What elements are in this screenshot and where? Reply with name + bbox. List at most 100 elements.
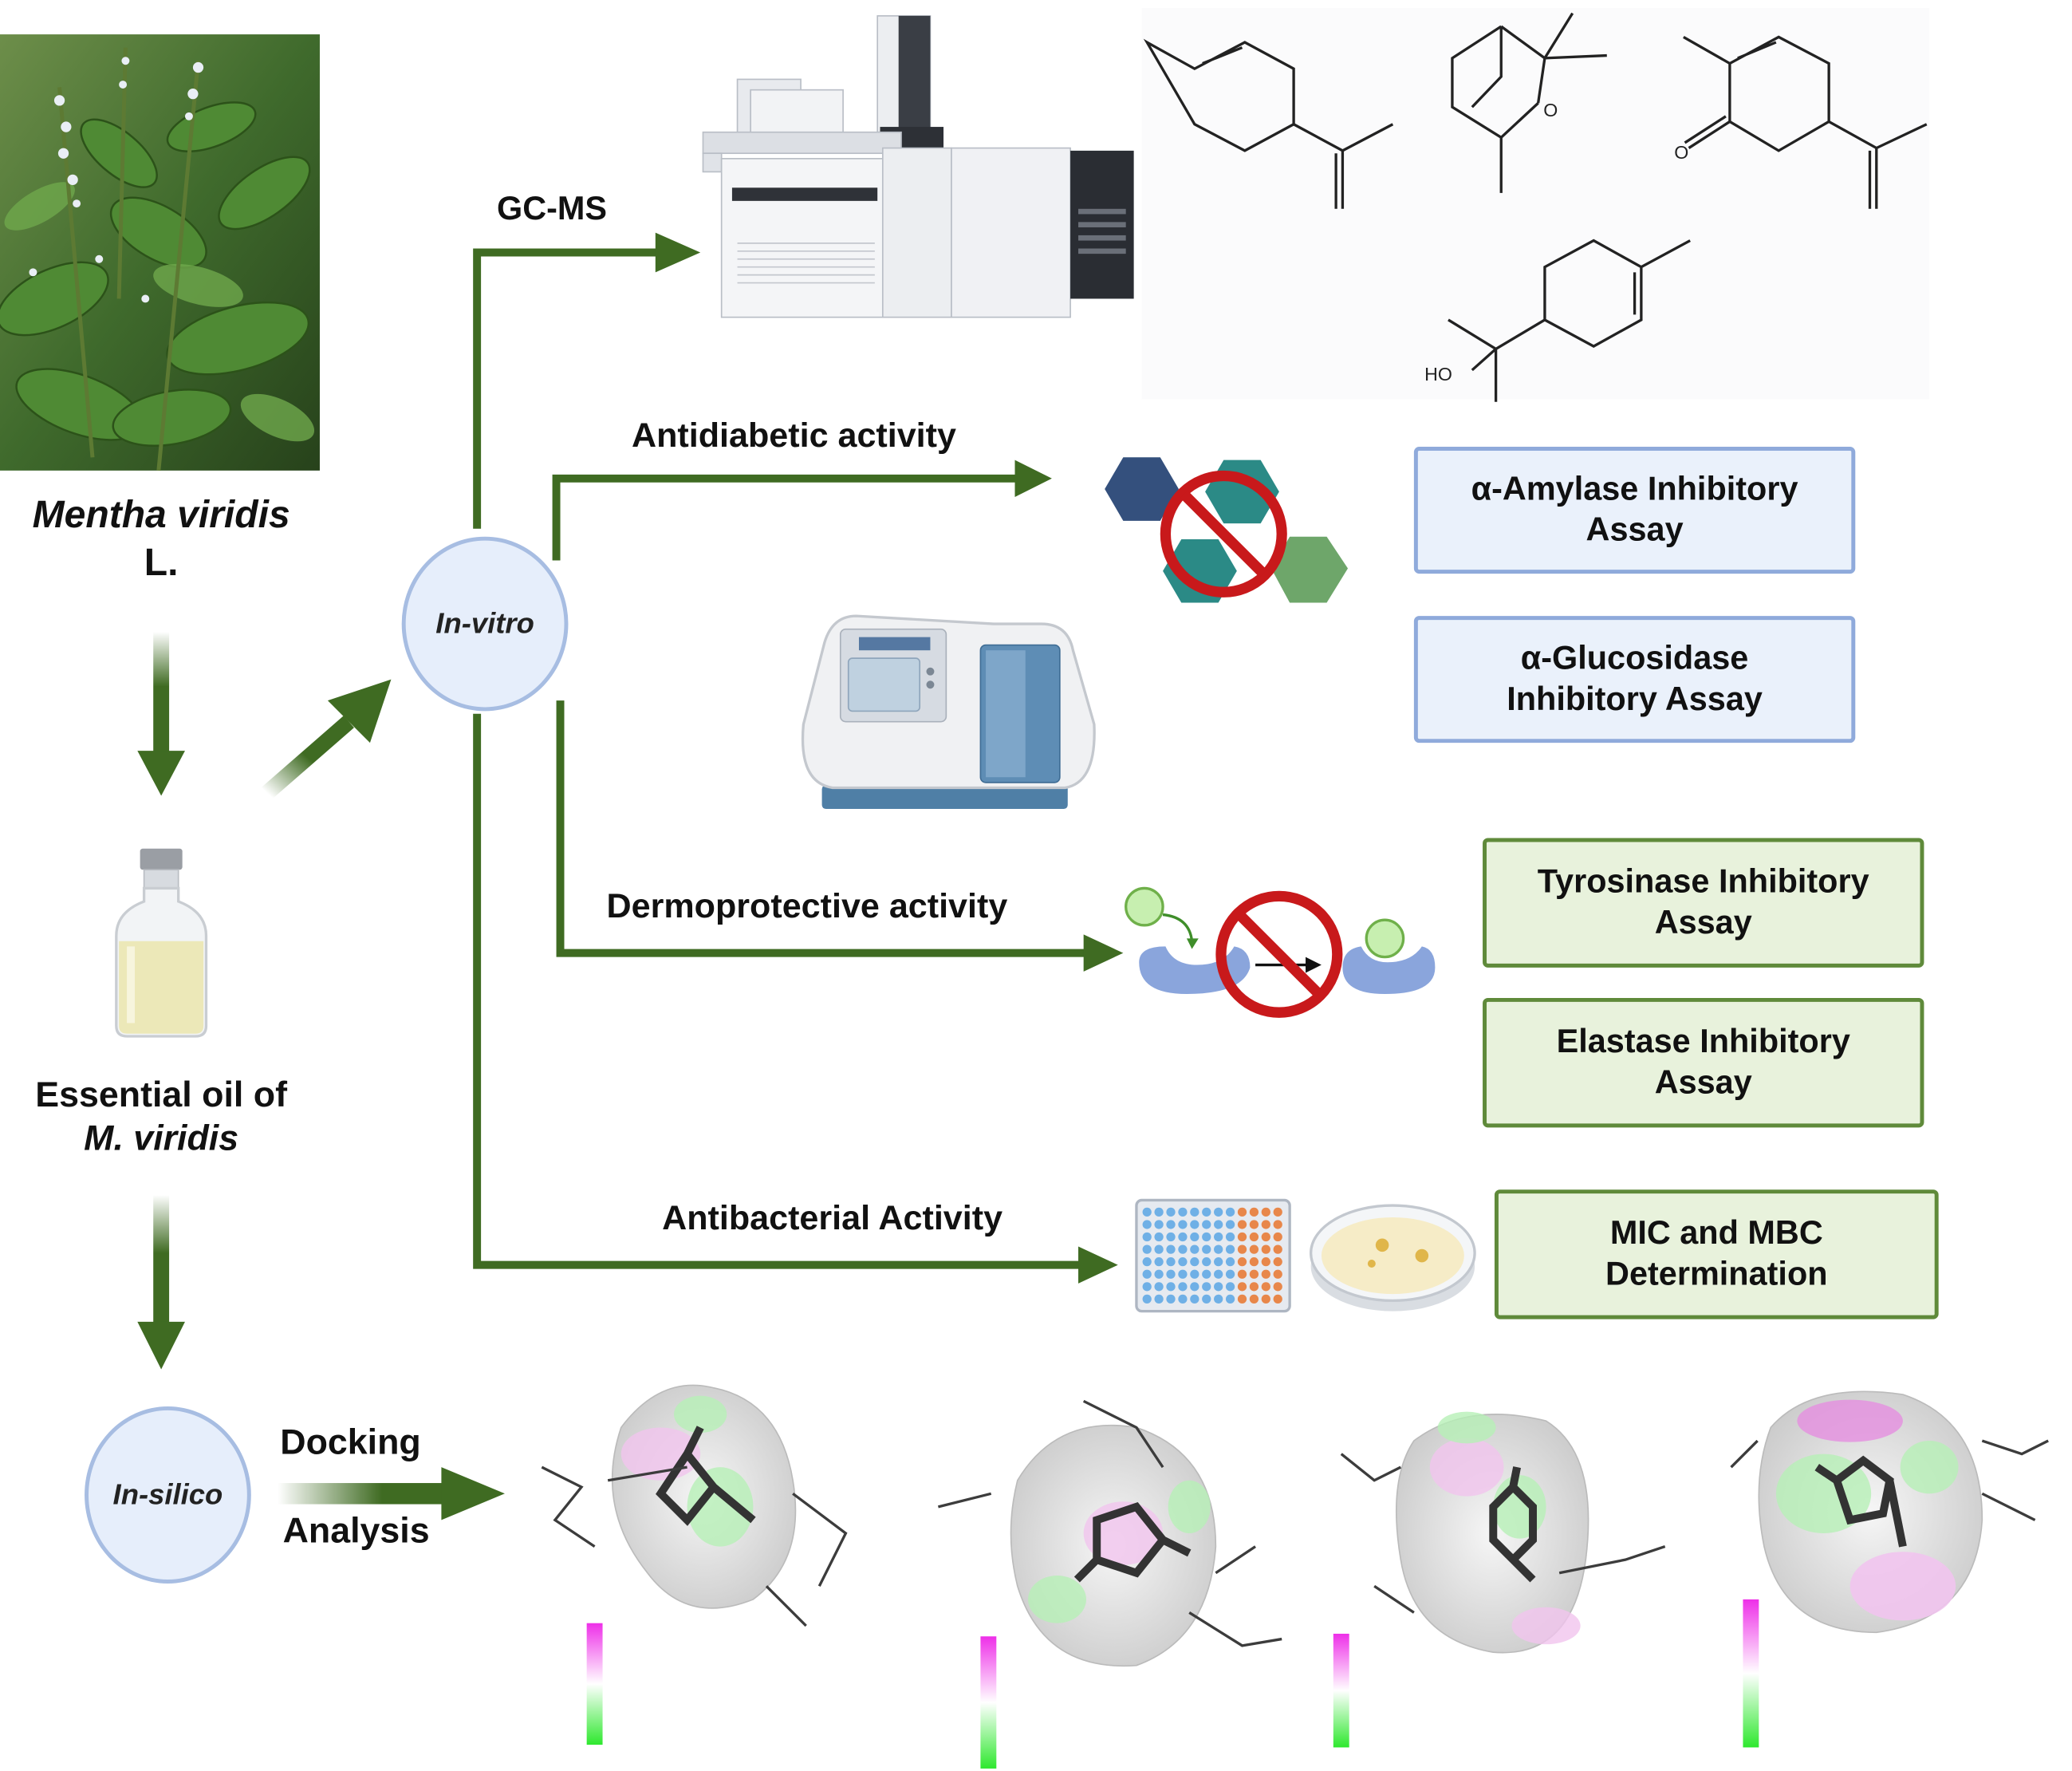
mint-plant-photo <box>0 34 320 471</box>
hydroxyl-label: HO <box>1424 364 1452 385</box>
alpha-amylase-line2: Assay <box>1586 511 1684 549</box>
elastase-line2: Assay <box>1654 1063 1752 1102</box>
microplate-well <box>1249 1294 1259 1304</box>
docking-pose-2 <box>937 1399 1282 1769</box>
antidiabetic-label: Antidiabetic activity <box>631 415 956 455</box>
microplate-well <box>1214 1257 1223 1267</box>
microplate-well <box>1202 1220 1211 1229</box>
limonene-structure <box>1143 38 1394 209</box>
microplate-well <box>1225 1232 1235 1242</box>
tyrosinase-line1: Tyrosinase Inhibitory <box>1537 862 1869 901</box>
antibacterial-label: Antibacterial Activity <box>662 1197 1003 1237</box>
microplate-well <box>1190 1282 1199 1292</box>
microplate-well <box>1273 1294 1282 1304</box>
microplate-well <box>1261 1269 1270 1279</box>
microplate-well <box>1237 1232 1247 1242</box>
microplate-well <box>1202 1282 1211 1292</box>
microplate-well <box>1249 1257 1259 1267</box>
oil-species: M. viridis <box>84 1118 239 1158</box>
microplate-well <box>1190 1269 1199 1279</box>
analysis-label: Analysis <box>282 1510 430 1551</box>
microplate-well <box>1225 1282 1235 1292</box>
microplate-well <box>1225 1220 1235 1229</box>
microplate-well <box>1237 1244 1247 1254</box>
microplate-well <box>1178 1282 1188 1292</box>
microplate-well <box>1202 1207 1211 1217</box>
oil-to-insilico-arrow <box>137 1194 185 1370</box>
microplate-well <box>1202 1257 1211 1267</box>
antidiabetic-connector <box>552 474 1018 561</box>
oil-to-invitro-arrow <box>262 679 392 799</box>
docking-pose-4 <box>1730 1390 2049 1748</box>
microplate-well <box>1273 1269 1282 1279</box>
microplate-well <box>1261 1207 1270 1217</box>
microplate-well <box>1142 1232 1152 1242</box>
antibacterial-arrowhead <box>1078 1246 1118 1284</box>
enzyme-right <box>1342 946 1436 994</box>
dermoprotective-connector <box>556 700 1086 957</box>
microplate-well <box>1214 1244 1223 1254</box>
microplate-well <box>1261 1244 1270 1254</box>
microplate-well <box>1273 1282 1282 1292</box>
microplate-well <box>1273 1207 1282 1217</box>
microplate-well <box>1154 1232 1164 1242</box>
essential-oil-vial-icon <box>115 848 208 1038</box>
alpha-amylase-line1: α-Amylase Inhibitory <box>1471 470 1798 508</box>
microplate-well <box>1261 1257 1270 1267</box>
microplate-well <box>1166 1294 1176 1304</box>
microplate-well <box>1202 1269 1211 1279</box>
microplate-well <box>1178 1257 1188 1267</box>
microplate-well <box>1237 1207 1247 1217</box>
gc-ms-instrument-icon <box>702 15 1134 318</box>
plant-to-oil-arrow <box>137 631 185 796</box>
gcms-connector <box>473 248 659 529</box>
microplate-well <box>1154 1207 1164 1217</box>
microplate-well <box>1273 1244 1282 1254</box>
microplate-well <box>1214 1282 1223 1292</box>
microplate-well <box>1261 1232 1270 1242</box>
mic-mbc-line2: Determination <box>1605 1256 1828 1293</box>
microplate-well <box>1166 1232 1176 1242</box>
antidiabetic-arrowhead <box>1014 460 1052 497</box>
plant-name-suffix: L. <box>144 542 179 585</box>
microplate-well <box>1154 1257 1164 1267</box>
plant-name: Mentha viridis <box>32 494 290 537</box>
antibacterial-connector <box>473 713 1081 1269</box>
chemical-structures: O O HO <box>1141 7 1930 402</box>
microplate-well <box>1142 1257 1152 1267</box>
microplate-well <box>1178 1294 1188 1304</box>
microplate-well <box>1214 1232 1223 1242</box>
alpha-glucosidase-line2: Inhibitory Assay <box>1507 680 1763 718</box>
hexagon-green <box>1270 536 1349 603</box>
microplate-well <box>1249 1207 1259 1217</box>
microplate-well <box>1178 1220 1188 1229</box>
microplate-well <box>1214 1294 1223 1304</box>
carvone-structure <box>1683 35 1928 209</box>
ether-oxygen-label: O <box>1543 100 1558 120</box>
ketone-oxygen-label: O <box>1674 142 1688 163</box>
microplate-well <box>1237 1294 1247 1304</box>
microplate-well <box>1214 1220 1223 1229</box>
spectrophotometer-icon <box>801 614 1096 810</box>
microplate-well <box>1166 1207 1176 1217</box>
enzyme-inhibition-icon <box>1125 886 1436 1018</box>
microplate-well <box>1190 1244 1199 1254</box>
in-silico-label: In-silico <box>112 1477 223 1511</box>
microplate-well <box>1190 1294 1199 1304</box>
microplate-well <box>1190 1232 1199 1242</box>
microplate-well <box>1202 1294 1211 1304</box>
microplate-well <box>1166 1282 1176 1292</box>
microplate-well <box>1249 1232 1259 1242</box>
microplate-well <box>1273 1257 1282 1267</box>
microplate-icon <box>1135 1198 1291 1313</box>
microplate-well <box>1237 1257 1247 1267</box>
microplate-well <box>1154 1294 1164 1304</box>
product-circle <box>1365 918 1405 959</box>
microplate-well <box>1225 1294 1235 1304</box>
prohibited-icon <box>1160 470 1287 598</box>
